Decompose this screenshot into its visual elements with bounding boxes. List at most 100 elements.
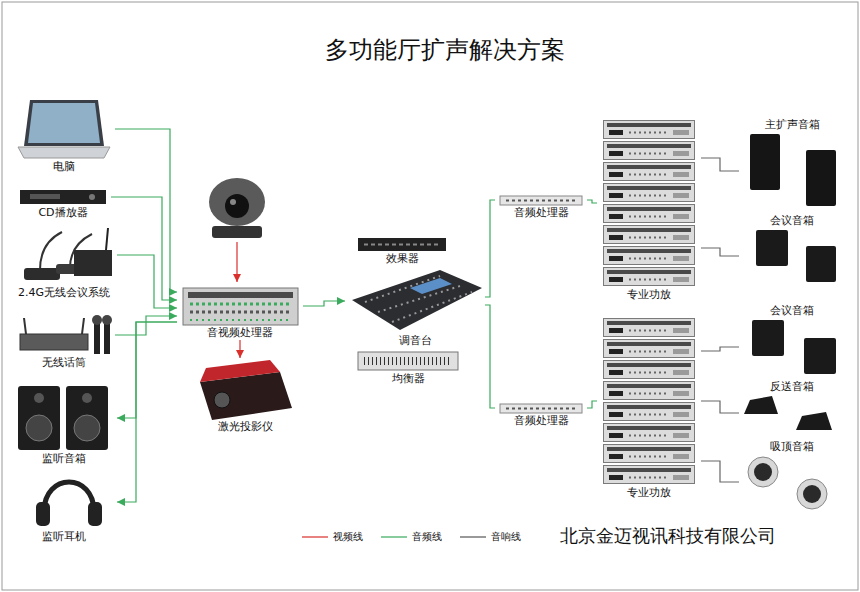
device-label: 监听音箱 (11, 452, 117, 466)
legend-sample (379, 532, 409, 542)
conference-system-illustration (24, 268, 60, 280)
audio-processor-illustration (500, 196, 582, 205)
av-processor-node: 音视频处理器 (177, 286, 303, 340)
cd-player-illustration (20, 190, 106, 204)
device-picture-area (495, 194, 587, 206)
device-picture-area (192, 358, 298, 420)
device-picture-area (11, 224, 117, 286)
speaker-cable (701, 401, 739, 413)
monitor-speaker-illustration (18, 386, 60, 450)
cd-player-illustration (89, 194, 95, 200)
monitor-speaker-node: 监听音箱 (11, 384, 117, 466)
wireless-mic-illustration (104, 322, 110, 354)
device-label: 音频处理器 (495, 206, 587, 220)
device-label: 会议音箱 (739, 304, 845, 318)
mixing-console-node: 调音台 (345, 268, 485, 348)
legend-line (381, 536, 407, 537)
av-processor-illustration (188, 292, 293, 298)
device-picture-area (11, 384, 117, 452)
laptop-illustration (28, 103, 100, 143)
speaker-illustration (748, 457, 778, 487)
wireless-mic-illustration (24, 318, 26, 334)
audio-processor-illustration (506, 200, 576, 202)
device-label: 2.4G无线会议系统 (11, 286, 117, 300)
audio-cable (485, 200, 495, 297)
audio-processor-illustration (500, 196, 582, 413)
headphone-illustration (88, 502, 102, 526)
device-label: 激光投影仪 (192, 420, 298, 434)
device-picture-area (353, 236, 451, 252)
wireless-mic-illustration (92, 315, 102, 325)
monitor-speaker-illustration (18, 386, 108, 450)
wireless-mic-node: 无线话筒 (13, 314, 115, 370)
laser-projector-illustration (200, 360, 280, 382)
device-picture-area (353, 350, 463, 372)
legend-item: 音响线 (458, 530, 521, 544)
wireless-mic-illustration (102, 315, 112, 325)
wireless-mic-illustration (20, 315, 112, 354)
legend-text: 音响线 (491, 530, 521, 544)
amplifier-stack-illustration (604, 403, 695, 421)
device-label: CD播放器 (15, 206, 111, 220)
speaker-group-node: 反送音箱 (739, 380, 845, 432)
speaker-illustration (803, 485, 821, 503)
legend-item: 视频线 (300, 530, 363, 544)
equalizer-illustration (364, 357, 452, 365)
device-picture-area (739, 394, 845, 432)
speaker-group-node: 主扩声音箱 (739, 118, 845, 210)
device-picture-area (13, 314, 115, 356)
device-label: 反送音箱 (739, 380, 845, 394)
monitor-speaker-illustration (66, 386, 108, 450)
amplifier-stack-illustration (604, 319, 695, 337)
audio-cable (117, 322, 177, 502)
conference-system-illustration (24, 228, 112, 280)
mixing-console-illustration (392, 292, 472, 322)
speaker-illustration (752, 320, 784, 356)
device-label: 无线话筒 (13, 356, 115, 370)
device-label: 音频处理器 (495, 414, 587, 428)
audio-processor-illustration (506, 408, 576, 410)
speaker-cable (701, 347, 739, 351)
effects-unit-node: 效果器 (353, 236, 451, 266)
amplifier-stack-illustration (604, 361, 695, 379)
laptop-illustration (24, 100, 104, 146)
amplifier-stack-node: 专业功放 (597, 316, 701, 500)
device-picture-area (597, 118, 701, 288)
audio-processor-illustration (500, 404, 582, 413)
headphone-illustration (44, 482, 94, 512)
device-label: 会议音箱 (739, 214, 845, 228)
av-processor-illustration (183, 288, 298, 325)
amplifier-stack-illustration (604, 121, 695, 139)
effects-unit-illustration (364, 244, 440, 246)
conference-system-node: 2.4G无线会议系统 (11, 224, 117, 300)
speaker-illustration (796, 412, 832, 430)
speaker-group-node: 吸顶音箱 (739, 440, 845, 510)
device-picture-area (11, 474, 117, 530)
legend: 视频线 音频线 音响线 (300, 530, 521, 544)
cd-player-node: CD播放器 (15, 188, 111, 220)
speaker-illustration (806, 246, 836, 282)
wireless-mic-illustration (20, 334, 88, 350)
ptz-camera-illustration (236, 242, 237, 282)
amplifier-stack-illustration (604, 184, 695, 202)
audio-cable (303, 301, 345, 306)
av-processor-illustration (190, 303, 292, 306)
audio-processor-node: 音频处理器 (495, 194, 587, 220)
speaker-cable (701, 461, 739, 482)
device-label: 吸顶音箱 (739, 440, 845, 454)
legend-item: 音频线 (379, 530, 442, 544)
mixing-console-illustration (352, 270, 482, 330)
audio-cable (115, 316, 177, 335)
projector-node: 激光投影仪 (192, 358, 298, 434)
mixing-console-illustration (365, 276, 440, 302)
device-picture-area (739, 228, 845, 284)
legend-line (460, 536, 486, 537)
speaker-illustration (804, 338, 836, 374)
headphone-illustration (36, 482, 102, 526)
device-label: 调音台 (345, 334, 485, 348)
amplifier-stack-illustration (604, 466, 695, 484)
ptz-camera-illustration (209, 178, 265, 226)
amplifier-stack-illustration (604, 424, 695, 442)
